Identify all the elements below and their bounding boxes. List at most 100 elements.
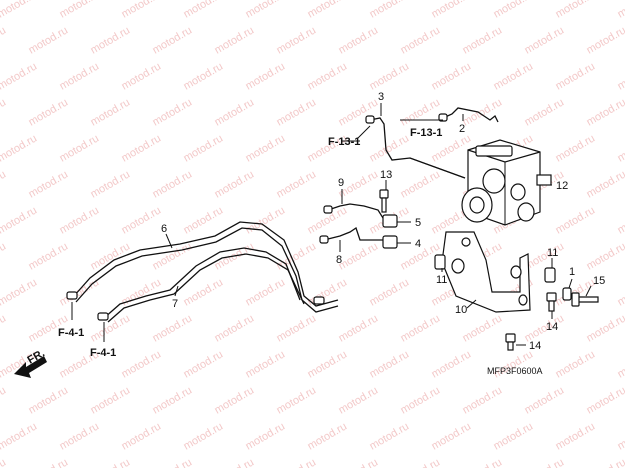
watermark-text: motod.ru: [0, 132, 39, 164]
watermark-text: motod.ru: [244, 204, 288, 236]
watermark-text: motod.ru: [585, 456, 625, 468]
watermark-text: motod.ru: [616, 0, 625, 21]
watermark-text: motod.ru: [213, 456, 257, 468]
watermark-text: motod.ru: [399, 96, 443, 128]
watermark-text: motod.ru: [151, 96, 195, 128]
watermark-text: motod.ru: [275, 24, 319, 56]
watermark-text: motod.ru: [461, 24, 505, 56]
watermark-text: motod.ru: [0, 456, 8, 468]
watermark-text: motod.ru: [0, 168, 8, 200]
watermark-text: motod.ru: [616, 132, 625, 164]
watermark-text: motod.ru: [306, 276, 350, 308]
flange-bolt: [505, 333, 516, 351]
watermark-text: motod.ru: [151, 168, 195, 200]
part-number-2: 2: [459, 123, 465, 135]
watermark-text: motod.ru: [275, 312, 319, 344]
part-number-5: 5: [415, 217, 421, 229]
watermark-text: motod.ru: [182, 132, 226, 164]
watermark-text: motod.ru: [244, 420, 288, 452]
watermark-text: motod.ru: [151, 24, 195, 56]
part-number-14: 14: [546, 321, 558, 333]
watermark-text: motod.ru: [275, 456, 319, 468]
watermark-text: motod.ru: [306, 0, 350, 21]
watermark-text: motod.ru: [585, 168, 625, 200]
watermark-text: motod.ru: [430, 348, 474, 380]
pipe-fitting: [97, 312, 109, 321]
watermark-text: motod.ru: [399, 168, 443, 200]
watermark-text: motod.ru: [0, 60, 39, 92]
reference-f-4-1[interactable]: F-4-1: [90, 347, 116, 359]
watermark-text: motod.ru: [27, 24, 71, 56]
watermark-text: motod.ru: [554, 132, 598, 164]
watermark-text: motod.ru: [0, 240, 8, 272]
watermark-text: motod.ru: [0, 0, 39, 21]
watermark-text: motod.ru: [523, 456, 567, 468]
watermark-text: motod.ru: [554, 204, 598, 236]
watermark-text: motod.ru: [337, 96, 381, 128]
watermark-text: motod.ru: [27, 168, 71, 200]
brake-hose-7-parallel: [107, 253, 305, 323]
reference-f-13-1[interactable]: F-13-1: [410, 127, 442, 139]
watermark-text: motod.ru: [0, 420, 39, 452]
watermark-text: motod.ru: [554, 420, 598, 452]
watermark-text: motod.ru: [120, 132, 164, 164]
watermark-text: motod.ru: [523, 96, 567, 128]
watermark-text: motod.ru: [213, 168, 257, 200]
watermark-text: motod.ru: [244, 0, 288, 21]
watermark-text: motod.ru: [89, 240, 133, 272]
watermark-text: motod.ru: [27, 240, 71, 272]
watermark-text: motod.ru: [585, 312, 625, 344]
brake-pipe-8: [323, 226, 383, 241]
brake-pipe-2: [442, 107, 499, 123]
watermark-text: motod.ru: [182, 0, 226, 21]
watermark-text: motod.ru: [89, 168, 133, 200]
banjo-bolt: [379, 189, 389, 213]
part-number-14: 14: [529, 340, 541, 352]
watermark-text: motod.ru: [151, 456, 195, 468]
watermark-text: motod.ru: [58, 420, 102, 452]
part-number-12: 12: [556, 180, 568, 192]
watermark-text: motod.ru: [182, 204, 226, 236]
pipe-fitting: [438, 113, 448, 122]
part-number-7: 7: [172, 298, 178, 310]
brake-hose-7: [103, 247, 301, 319]
collar: [562, 287, 572, 301]
watermark-text: motod.ru: [368, 348, 412, 380]
watermark-text: motod.ru: [89, 312, 133, 344]
watermark-text: motod.ru: [616, 204, 625, 236]
watermark-text: motod.ru: [585, 240, 625, 272]
joint: [382, 214, 398, 228]
diagram-code: MFP3F0600A: [487, 366, 543, 376]
watermark-text: motod.ru: [58, 204, 102, 236]
brake-hose-6-parallel: [75, 227, 339, 313]
rubber-mount: [544, 267, 556, 283]
watermark-text: motod.ru: [399, 24, 443, 56]
watermark-text: motod.ru: [492, 0, 536, 21]
reference-f-13-1[interactable]: F-13-1: [328, 136, 360, 148]
brake-pipe-9: [327, 203, 384, 219]
watermark-text: motod.ru: [213, 24, 257, 56]
watermark-text: motod.ru: [306, 60, 350, 92]
watermark-text: motod.ru: [58, 0, 102, 21]
watermark-text: motod.ru: [275, 384, 319, 416]
part-number-10: 10: [455, 304, 467, 316]
watermark-text: motod.ru: [213, 312, 257, 344]
watermark-text: motod.ru: [0, 24, 8, 56]
watermark-text: motod.ru: [244, 132, 288, 164]
watermark-text: motod.ru: [275, 96, 319, 128]
pipe-fitting: [365, 115, 375, 124]
watermark-text: motod.ru: [337, 24, 381, 56]
watermark-text: motod.ru: [616, 348, 625, 380]
pipe-fitting: [66, 291, 78, 300]
watermark-text: motod.ru: [585, 384, 625, 416]
watermark-text: motod.ru: [368, 60, 412, 92]
watermark-text: motod.ru: [120, 60, 164, 92]
flange-bolt: [546, 292, 557, 312]
reference-f-4-1[interactable]: F-4-1: [58, 327, 84, 339]
watermark-text: motod.ru: [0, 312, 8, 344]
brake-hose-6: [73, 221, 339, 307]
watermark-text: motod.ru: [0, 276, 39, 308]
watermark-text: motod.ru: [399, 384, 443, 416]
watermark-text: motod.ru: [182, 420, 226, 452]
